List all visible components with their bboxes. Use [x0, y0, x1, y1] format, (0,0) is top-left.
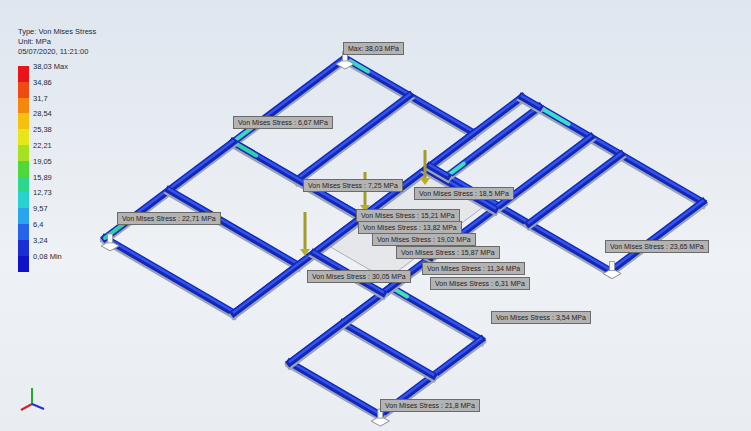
legend-swatch: [18, 66, 29, 82]
beam-face: [105, 237, 234, 312]
probe-callout: Von Mises Stress : 7,25 MPa: [303, 179, 403, 192]
probe-value: Von Mises Stress : 6,31 MPa: [435, 279, 525, 288]
beam-face: [430, 165, 447, 175]
beam-face: [522, 96, 539, 106]
probe-callout: Von Mises Stress : 11,34 MPa: [422, 262, 525, 275]
probe-callout: Max: 38,03 MPa: [343, 42, 404, 55]
beam-face: [298, 95, 410, 179]
legend-value: 6,4: [33, 220, 43, 229]
beam: [233, 58, 345, 142]
probe-value: Von Mises Stress : 19,02 MPa: [377, 235, 471, 244]
axis-x: [21, 404, 32, 410]
legend-value: 25,38: [33, 125, 52, 134]
support-post: [108, 234, 113, 243]
beam: [343, 323, 433, 376]
probe-callout: Von Mises Stress : 30,05 MPa: [307, 270, 411, 283]
legend-swatch: [18, 224, 29, 240]
probe-value: Von Mises Stress : 6,67 MPa: [238, 118, 328, 127]
legend-swatch: [18, 208, 29, 224]
probe-callout: Von Mises Stress : 23,65 MPa: [605, 240, 709, 253]
legend-swatch: [18, 240, 29, 256]
beam-face: [290, 136, 591, 362]
legend-swatch: [18, 177, 29, 193]
probe-value: Von Mises Stress : 23,65 MPa: [610, 242, 704, 251]
axis-y: [31, 388, 33, 404]
probe-value: Von Mises Stress : 15,21 MPa: [361, 211, 455, 220]
beam: [522, 97, 539, 107]
probe-value: Von Mises Stress : 30,05 MPa: [312, 272, 406, 281]
beam: [391, 287, 481, 340]
probe-value: Max: 38,03 MPa: [348, 44, 399, 53]
beam-face: [290, 362, 380, 415]
legend-swatch: [18, 98, 29, 114]
probe-value: Von Mises Stress : 11,34 MPa: [427, 264, 520, 273]
beam: [290, 137, 591, 363]
probe-callout: Von Mises Stress : 22,71 MPa: [117, 212, 221, 225]
legend-swatch: [18, 161, 29, 177]
legend-value: 0,08 Min: [33, 252, 62, 261]
probe-value: Von Mises Stress : 13,82 MPa: [363, 223, 457, 232]
probe-value: Von Mises Stress : 15,87 MPa: [401, 248, 495, 257]
beam-face: [343, 322, 433, 375]
beam-face: [169, 189, 298, 264]
legend-value: 3,24: [33, 236, 48, 245]
load-arrowhead: [300, 249, 310, 256]
beam: [298, 96, 410, 180]
beam: [169, 190, 298, 265]
probe-value: Von Mises Stress : 3,54 MPa: [496, 313, 586, 322]
legend-value: 28,54: [33, 109, 52, 118]
probe-callout: Von Mises Stress : 6,67 MPa: [233, 116, 333, 129]
header-label: Unit: MPa: [18, 37, 51, 46]
probe-callout: Von Mises Stress : 19,02 MPa: [372, 233, 476, 246]
beam-face: [529, 154, 621, 223]
probe-value: Von Mises Stress : 22,71 MPa: [122, 214, 216, 223]
legend-value: 9,57: [33, 204, 48, 213]
legend-swatch: [18, 82, 29, 98]
load-arrow: [304, 212, 307, 250]
load-arrow: [424, 150, 427, 179]
probe-value: Von Mises Stress : 21,8 MPa: [385, 401, 475, 410]
legend-swatch: [18, 145, 29, 161]
probe-value: Von Mises Stress : 18,5 MPa: [419, 189, 509, 198]
legend-value: 12,73: [33, 188, 52, 197]
probe-callout: Von Mises Stress : 18,5 MPa: [414, 187, 514, 200]
legend-value: 38,03 Max: [33, 62, 68, 71]
beam: [290, 363, 380, 416]
header-label: 05/07/2020, 11:21:00: [18, 47, 88, 56]
legend-value: 34,86: [33, 78, 52, 87]
legend-value: 15,89: [33, 173, 52, 182]
probe-callout: Von Mises Stress : 15,87 MPa: [396, 246, 500, 259]
probe-value: Von Mises Stress : 7,25 MPa: [308, 181, 398, 190]
legend-value: 22,21: [33, 141, 52, 150]
beam-face: [233, 57, 345, 141]
load-arrowhead: [420, 178, 430, 185]
beam: [430, 166, 447, 176]
probe-callout: Von Mises Stress : 6,31 MPa: [430, 277, 530, 290]
legend-value: 19,05: [33, 157, 52, 166]
beam-face: [611, 201, 703, 270]
legend-swatch: [18, 256, 29, 272]
support-post: [610, 262, 615, 271]
beam: [105, 238, 234, 313]
beam: [611, 202, 703, 271]
header-label: Type: Von Mises Stress: [18, 27, 96, 36]
legend-value: 31,7: [33, 94, 48, 103]
probe-callout: Von Mises Stress : 3,54 MPa: [491, 311, 591, 324]
legend-swatch: [18, 192, 29, 208]
legend-swatch: [18, 129, 29, 145]
beam-face: [391, 286, 481, 339]
probe-callout: Von Mises Stress : 21,8 MPa: [380, 399, 480, 412]
axis-z: [32, 404, 44, 409]
beam: [529, 155, 621, 224]
legend-swatch: [18, 113, 29, 129]
